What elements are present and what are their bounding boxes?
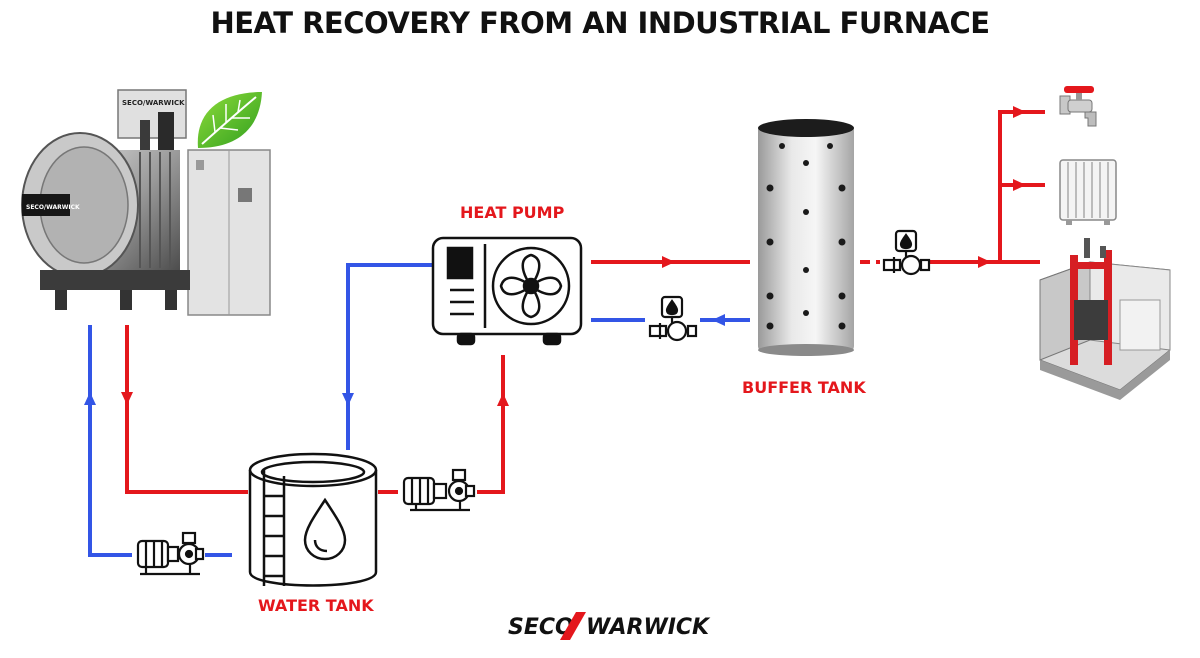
hot-pipe-pump-to-heat-pump (477, 355, 505, 494)
hot-pipe-riser (998, 110, 1045, 262)
buffer-tank-image (758, 119, 854, 356)
furnace-image: SECO/WARWICK SECO/WARWICK (21, 89, 271, 316)
pump-icon-heat-pump-loop (402, 468, 476, 512)
water-tank-label: WATER TANK (258, 596, 374, 615)
industrial-machine-image (1039, 238, 1171, 400)
pump-icon-furnace-loop (136, 531, 205, 576)
logo-slash (560, 612, 586, 640)
logo-text-right: WARWICK (586, 615, 711, 640)
flow-arrows (84, 106, 1026, 406)
radiator-icon (1059, 159, 1117, 225)
furnace-badge-text: SECO/WARWICK (26, 204, 80, 211)
water-drop-icon (303, 497, 347, 561)
water-tank-icon (248, 452, 378, 587)
valve-icon-supply (882, 229, 931, 276)
arrow-right-hot-dist (978, 256, 991, 268)
valve-icon-return (648, 295, 698, 342)
arrow-down-cold (342, 393, 354, 406)
arrow-right-hot-radiator (1013, 179, 1026, 191)
arrow-up-hot (497, 393, 509, 406)
hot-pipe-furnace-to-water-tank (125, 325, 248, 494)
arrow-right-hot-faucet (1013, 106, 1026, 118)
cold-pipe-heat-pump-to-water-tank (346, 263, 433, 450)
arrow-down-hot (121, 392, 133, 405)
arrow-left-cold (712, 314, 725, 326)
leaf-icon (197, 92, 262, 148)
buffer-tank-label: BUFFER TANK (742, 378, 866, 397)
arrow-up-cold (84, 392, 96, 405)
heat-pump-label: HEAT PUMP (460, 203, 565, 222)
faucet-icon (1059, 86, 1097, 127)
furnace-plate-text: SECO/WARWICK (122, 99, 185, 107)
arrow-right-hot (662, 256, 675, 268)
seco-warwick-logo: SECO WARWICK (508, 612, 711, 640)
heat-pump-icon (431, 236, 583, 346)
diagram-title: HEAT RECOVERY FROM AN INDUSTRIAL FURNACE (210, 6, 990, 40)
